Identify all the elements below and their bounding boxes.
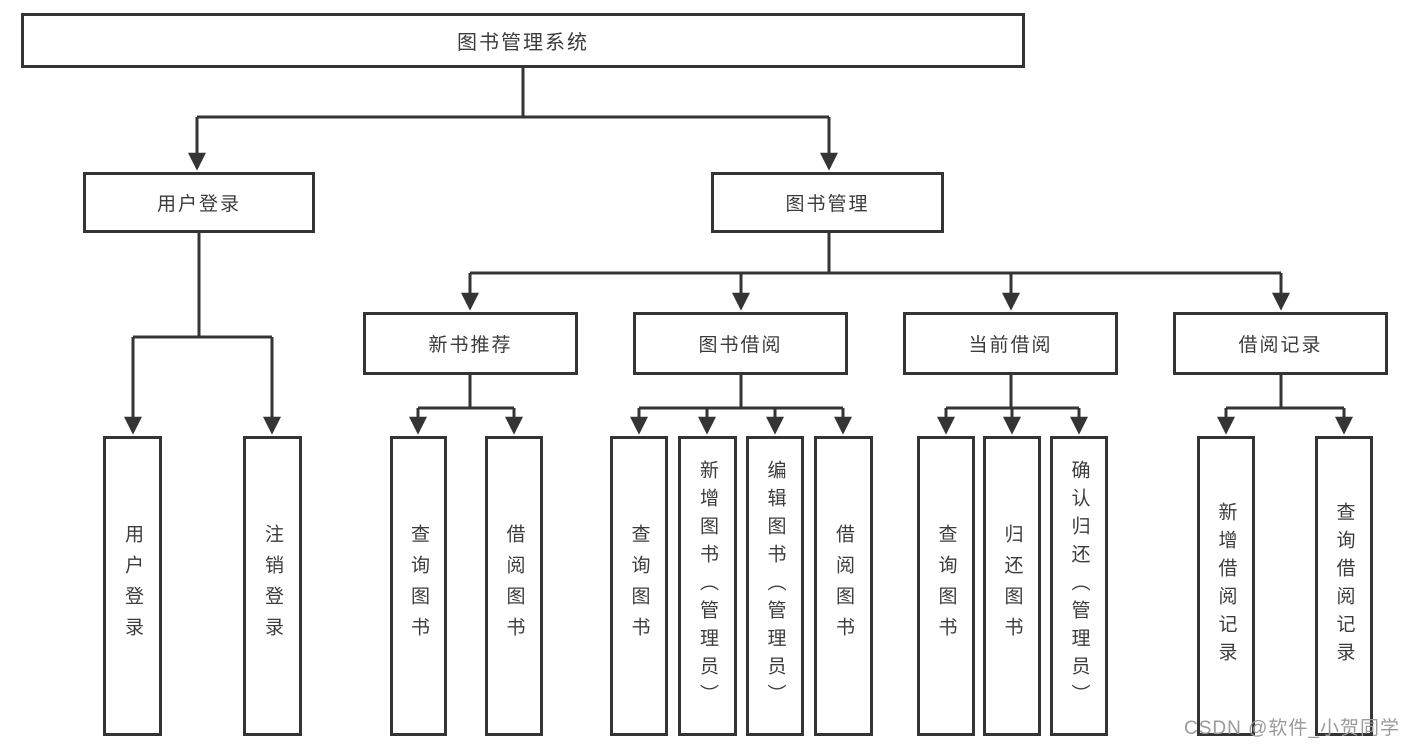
leaf-borrow-books-1: 借阅图书 [485, 436, 543, 736]
node-label: 归还图书 [1001, 524, 1023, 648]
leaf-logout: 注销登录 [243, 436, 302, 736]
node-label: 当前借阅 [968, 335, 1053, 356]
leaf-query-borrow-record: 查询借阅记录 [1315, 436, 1373, 736]
node-label: 借阅图书 [503, 524, 525, 648]
node-label: 确认归还（管理员） [1068, 460, 1090, 712]
leaf-query-books-1: 查询图书 [390, 436, 447, 736]
node-label: 新书推荐 [428, 335, 513, 356]
node-label: 新增借阅记录 [1215, 502, 1237, 670]
node-current-borrowing: 当前借阅 [903, 312, 1118, 375]
node-label: 查询图书 [628, 524, 650, 648]
csdn-watermark: CSDN @软件_小贺同学 [1184, 718, 1400, 739]
node-label: 编辑图书（管理员） [764, 460, 786, 712]
node-label: 图书借阅 [698, 335, 783, 356]
node-borrowing-records: 借阅记录 [1173, 312, 1388, 375]
leaf-user-login: 用户登录 [103, 436, 162, 736]
node-label: 新增图书（管理员） [697, 460, 718, 712]
node-new-book-recommend: 新书推荐 [363, 312, 578, 375]
leaf-query-books-3: 查询图书 [917, 436, 975, 736]
leaf-add-books-admin: 新增图书（管理员） [678, 436, 737, 736]
node-label: 图书管理 [785, 194, 870, 215]
leaf-query-books-2: 查询图书 [610, 436, 668, 736]
node-label: 用户登录 [156, 194, 241, 215]
node-label: 用户登录 [122, 524, 143, 648]
node-label: 查询图书 [935, 524, 957, 648]
leaf-edit-books-admin: 编辑图书（管理员） [746, 436, 804, 736]
node-book-management: 图书管理 [711, 172, 944, 233]
leaf-add-borrow-record: 新增借阅记录 [1197, 436, 1255, 736]
node-user-login: 用户登录 [83, 172, 315, 233]
node-label: 查询借阅记录 [1333, 502, 1355, 670]
node-label: 查询图书 [408, 524, 429, 648]
node-root-library-system: 图书管理系统 [21, 13, 1025, 68]
node-label: 借阅图书 [833, 524, 854, 648]
node-label: 图书管理系统 [457, 32, 589, 54]
node-book-borrowing: 图书借阅 [633, 312, 848, 375]
node-label: 注销登录 [262, 524, 283, 648]
leaf-return-books: 归还图书 [983, 436, 1041, 736]
node-label: 借阅记录 [1238, 335, 1323, 356]
leaf-borrow-books-2: 借阅图书 [814, 436, 873, 736]
leaf-confirm-return-admin: 确认归还（管理员） [1050, 436, 1108, 736]
